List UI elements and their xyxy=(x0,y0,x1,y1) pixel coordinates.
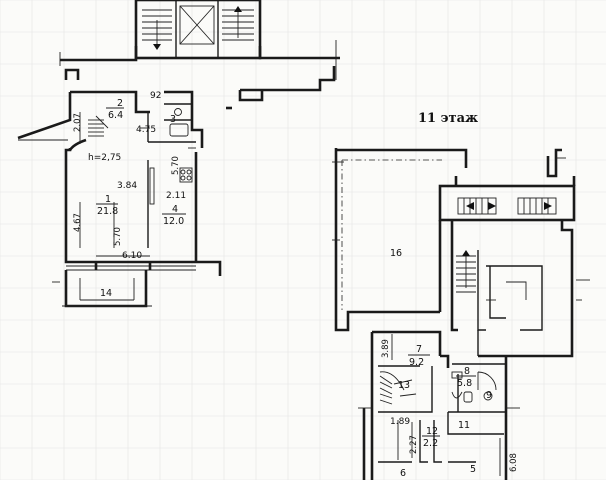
dim-207: 2.07 xyxy=(73,113,83,132)
stair-core xyxy=(134,0,262,60)
stair-arrow-icon xyxy=(466,202,474,210)
stair-arrow-icon xyxy=(153,44,161,50)
right-unit-labels: 16 3.89 7 9.2 8 5.8 13 9 1.89 2.27 12 2.… xyxy=(381,248,519,479)
dim-189: 1.89 xyxy=(390,417,410,427)
dim-211: 2.11 xyxy=(166,191,186,201)
room-2-number: 2 xyxy=(117,98,123,109)
room-12-area: 2.2 xyxy=(423,438,438,449)
floor-title: 11 этаж xyxy=(418,111,478,126)
room-9-number: 9 xyxy=(486,390,492,401)
dim-475: 4.75 xyxy=(136,125,156,135)
right-unit xyxy=(332,148,590,480)
room-1-number: 1 xyxy=(105,194,111,205)
room-4-number: 4 xyxy=(172,204,178,215)
stair-arrow-icon xyxy=(544,202,552,210)
room-16-number: 16 xyxy=(390,248,402,259)
room-6-number: 6 xyxy=(400,468,406,479)
room-8-number: 8 xyxy=(464,366,470,377)
dim-570-top: 5.70 xyxy=(171,156,181,175)
room-1-area: 21.8 xyxy=(97,206,118,217)
left-unit xyxy=(17,0,340,308)
dim-384: 3.84 xyxy=(117,181,137,191)
room-14-number: 14 xyxy=(100,288,112,299)
room-7-number: 7 xyxy=(416,344,422,355)
room-13-number: 13 xyxy=(398,380,410,391)
room-2-area: 6.4 xyxy=(108,110,123,121)
room-12-number: 12 xyxy=(426,426,438,437)
stair-arrow-icon xyxy=(234,6,242,12)
dim-610: 6.10 xyxy=(122,251,142,261)
dim-570-left: 5.70 xyxy=(113,227,123,246)
room-5-number: 5 xyxy=(470,464,476,475)
ceiling-height: h=2,75 xyxy=(88,153,121,163)
dim-608: 6.08 xyxy=(509,453,519,472)
dim-92: 92 xyxy=(150,91,161,101)
dim-467: 4.67 xyxy=(73,213,83,232)
room-11-number: 11 xyxy=(458,420,470,431)
dim-389: 3.89 xyxy=(381,339,391,358)
left-unit-labels: 92 2 6.4 2.07 3 4.75 h=2,75 3.84 5.70 2.… xyxy=(73,91,186,299)
room-4-area: 12.0 xyxy=(163,216,184,227)
room-8-area: 5.8 xyxy=(457,378,472,389)
stair-arrow-icon xyxy=(488,202,496,210)
dim-227: 2.27 xyxy=(409,435,419,454)
room-3-number: 3 xyxy=(170,114,176,125)
room-7-area: 9.2 xyxy=(409,357,424,368)
stair-arrow-icon xyxy=(462,250,470,256)
